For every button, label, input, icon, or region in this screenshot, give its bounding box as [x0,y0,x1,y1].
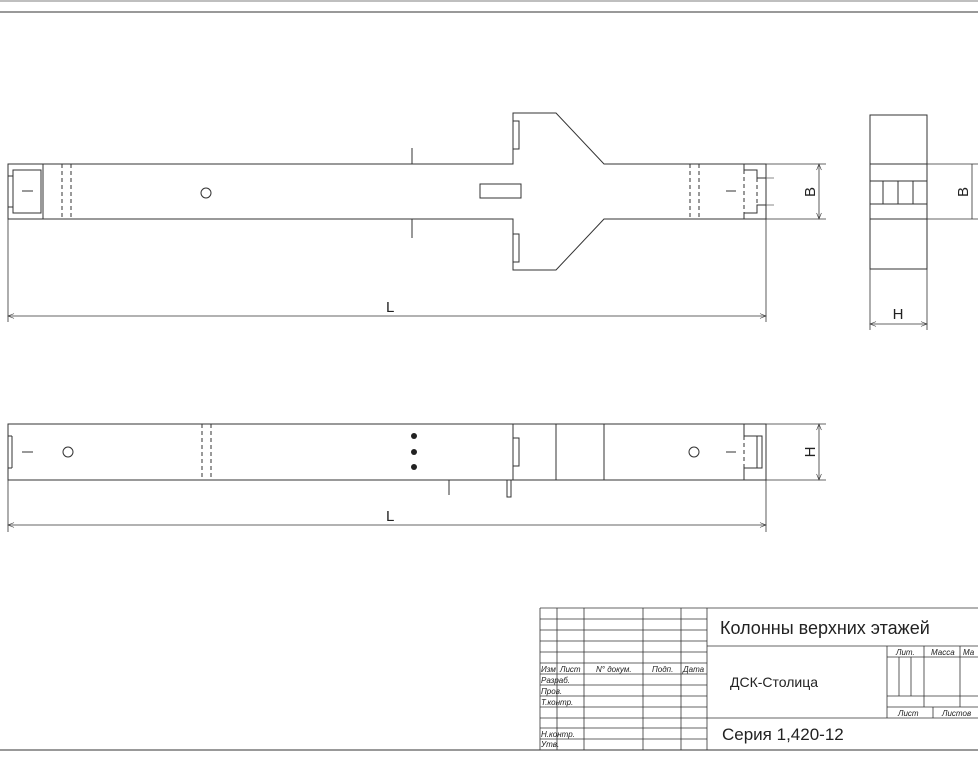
drawing-title: Колонны верхних этажей [720,618,930,638]
dimension-label-width-top: B [802,187,819,197]
dimension-height-end [869,269,928,330]
dimension-height-side [766,423,826,481]
column-header-date: Дата [682,665,705,674]
dimension-label-length-top: L [386,299,394,316]
column-top-view [7,112,774,271]
dimension-length-side [7,480,767,532]
role-tkontr: Т.контр. [541,698,573,707]
role-prov: Пров. [541,687,562,696]
dimension-label-width-end: B [955,187,972,197]
info-lit: Лит. [895,648,915,657]
column-side-view [7,423,767,498]
role-utv: Утв. [540,740,559,749]
dimension-label-length-side: L [386,508,394,525]
column-header-sign: Подп. [652,665,673,674]
info-masshtab: Ма [963,648,975,657]
info-sheets: Листов [941,709,971,718]
column-header-doc: N° докум. [596,665,632,674]
dimension-label-height-end: H [893,306,904,323]
role-nkontr: Н.контр. [541,730,575,739]
column-header-list: Лист [559,665,581,674]
dimension-width-top [766,163,826,220]
title-block [539,607,978,750]
column-end-view [869,114,928,270]
role-razrab: Разраб. [541,676,570,685]
company-name: ДСК-Столица [730,674,818,690]
dimension-label-height-side: H [802,447,819,458]
dimension-width-end [927,163,978,220]
series-label: Серия 1,420-12 [722,725,844,744]
info-massa: Масса [931,648,955,657]
column-header-izm: Изм [541,665,556,674]
info-sheet: Лист [897,709,919,718]
dimension-length-top [7,205,767,322]
